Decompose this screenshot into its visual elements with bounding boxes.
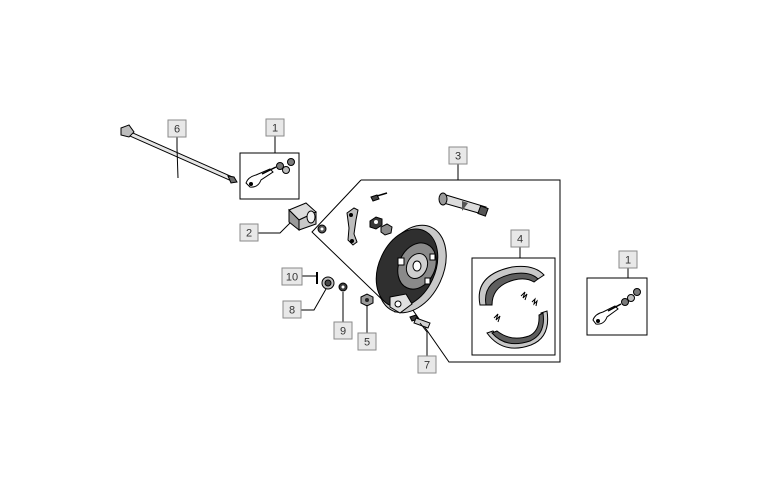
svg-text:1: 1 — [272, 123, 278, 135]
svg-text:9: 9 — [340, 326, 346, 338]
part-8-washer — [321, 276, 335, 290]
label-part-5[interactable]: 5 — [357, 332, 377, 351]
axle-part — [120, 124, 238, 184]
axle-kit-parts-top — [245, 158, 295, 188]
brake-plate-parts — [317, 192, 489, 314]
part-9-nut — [338, 282, 348, 292]
brake-plate-frame — [311, 179, 561, 363]
axle-kit-frame-right — [586, 277, 648, 336]
part-5-nut — [360, 293, 374, 307]
brake-plate — [375, 224, 447, 314]
svg-text:6: 6 — [174, 124, 180, 136]
brake-shoes-frame — [471, 257, 556, 356]
svg-text:8: 8 — [289, 305, 295, 317]
svg-text:4: 4 — [517, 234, 523, 246]
svg-text:2: 2 — [246, 228, 252, 240]
svg-text:7: 7 — [424, 360, 430, 372]
svg-text:3: 3 — [455, 151, 461, 163]
label-brake-shoes[interactable]: 4 — [510, 229, 530, 248]
cotter-pin-part — [316, 272, 318, 284]
brake-shoes-parts — [478, 265, 549, 349]
bolt-part — [409, 314, 431, 329]
axle-kit-frame-top — [239, 152, 300, 200]
label-axle-kit-right[interactable]: 1 — [618, 250, 638, 269]
label-axle-kit-top[interactable]: 1 — [265, 118, 285, 137]
svg-text:1: 1 — [625, 255, 631, 267]
label-cotter-pin[interactable]: 10 — [281, 267, 303, 286]
leader-lines — [176, 136, 629, 356]
svg-text:10: 10 — [286, 272, 298, 284]
spacer-part — [288, 202, 317, 232]
label-axle[interactable]: 6 — [167, 119, 187, 138]
label-spacer[interactable]: 2 — [239, 223, 259, 242]
label-bolt[interactable]: 7 — [417, 355, 437, 374]
svg-text:5: 5 — [364, 337, 370, 349]
axle-kit-parts-right — [592, 288, 641, 325]
label-brake-plate-assembly[interactable]: 3 — [448, 146, 468, 165]
label-part-9[interactable]: 9 — [333, 321, 353, 340]
label-part-8[interactable]: 8 — [282, 300, 302, 319]
